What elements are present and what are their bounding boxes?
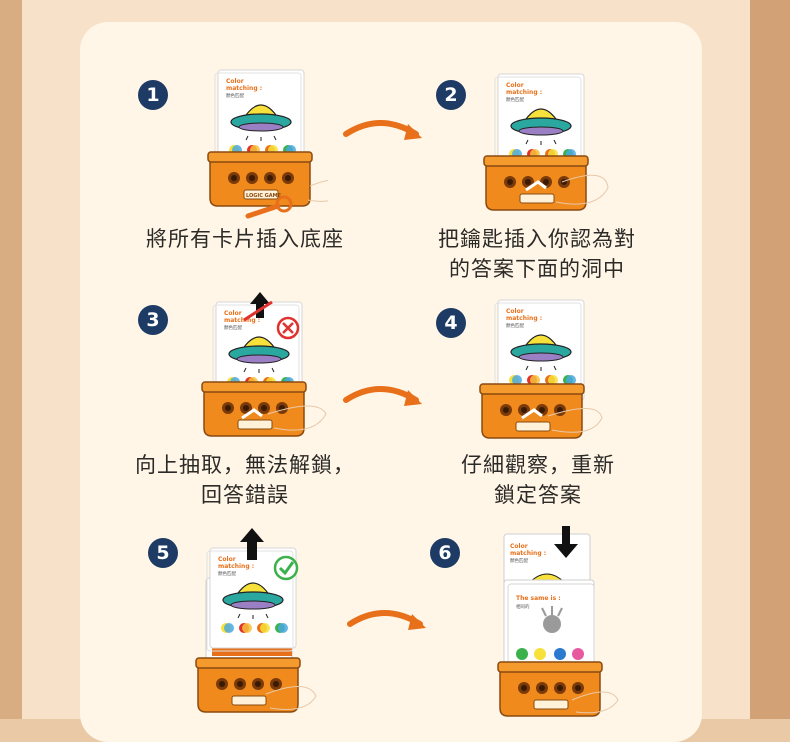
correct-check-icon [273, 555, 299, 581]
step-1-caption: 將所有卡片插入底座 [120, 224, 370, 254]
step-1-illustration: LOGIC GAME [207, 69, 328, 219]
svg-text:相同的: 相同的 [516, 603, 530, 610]
step-5-badge: 5 [148, 538, 178, 568]
step-4-illustration [479, 299, 603, 439]
step-4-caption: 仔細觀察，重新 鎖定答案 [420, 450, 656, 510]
step-2-caption: 把鑰匙插入你認為對 的答案下面的洞中 [410, 224, 664, 284]
step-2-illustration [483, 73, 609, 211]
svg-text:matching :: matching : [510, 550, 546, 557]
svg-text:The same is :: The same is : [516, 595, 561, 602]
left-frame [0, 0, 22, 719]
step-3-caption-line-2: 回答錯誤 [197, 483, 293, 507]
step-4-caption-line-1: 仔細觀察，重新 [457, 453, 619, 477]
step-6-badge: 6 [430, 538, 460, 568]
down-arrow-icon [554, 526, 578, 558]
step-3-illustration [201, 292, 327, 437]
step-1-caption-line-1: 將所有卡片插入底座 [142, 227, 348, 251]
step-2-caption-line-1: 把鑰匙插入你認為對 [434, 227, 640, 251]
up-arrow-icon [250, 292, 270, 318]
step-4-badge: 4 [436, 308, 466, 338]
curved-arrow-icon [347, 610, 426, 630]
step-2-badge: 2 [436, 80, 466, 110]
step-4-caption-line-2: 鎖定答案 [490, 483, 586, 507]
step-6-illustration: Color matching : 顏色匹配 The same is : 相同的 [497, 526, 619, 717]
base-label: LOGIC GAME [246, 193, 282, 199]
step-1-badge: 1 [138, 80, 168, 110]
step-3-caption-line-1: 向上抽取，無法解鎖， [131, 453, 359, 477]
svg-text:Color: Color [510, 543, 528, 550]
step-2-caption-line-2: 的答案下面的洞中 [445, 257, 629, 281]
wrong-x-icon [276, 316, 300, 340]
instructions-panel [80, 22, 702, 742]
right-frame [750, 0, 790, 719]
step-3-caption: 向上抽取，無法解鎖， 回答錯誤 [120, 450, 370, 510]
svg-text:顏色匹配: 顏色匹配 [510, 557, 528, 564]
curved-arrow-icon [343, 386, 422, 406]
curved-arrow-icon [343, 120, 422, 140]
step-3-badge: 3 [138, 305, 168, 335]
up-arrow-icon [240, 528, 264, 560]
step-5-illustration [195, 528, 317, 713]
